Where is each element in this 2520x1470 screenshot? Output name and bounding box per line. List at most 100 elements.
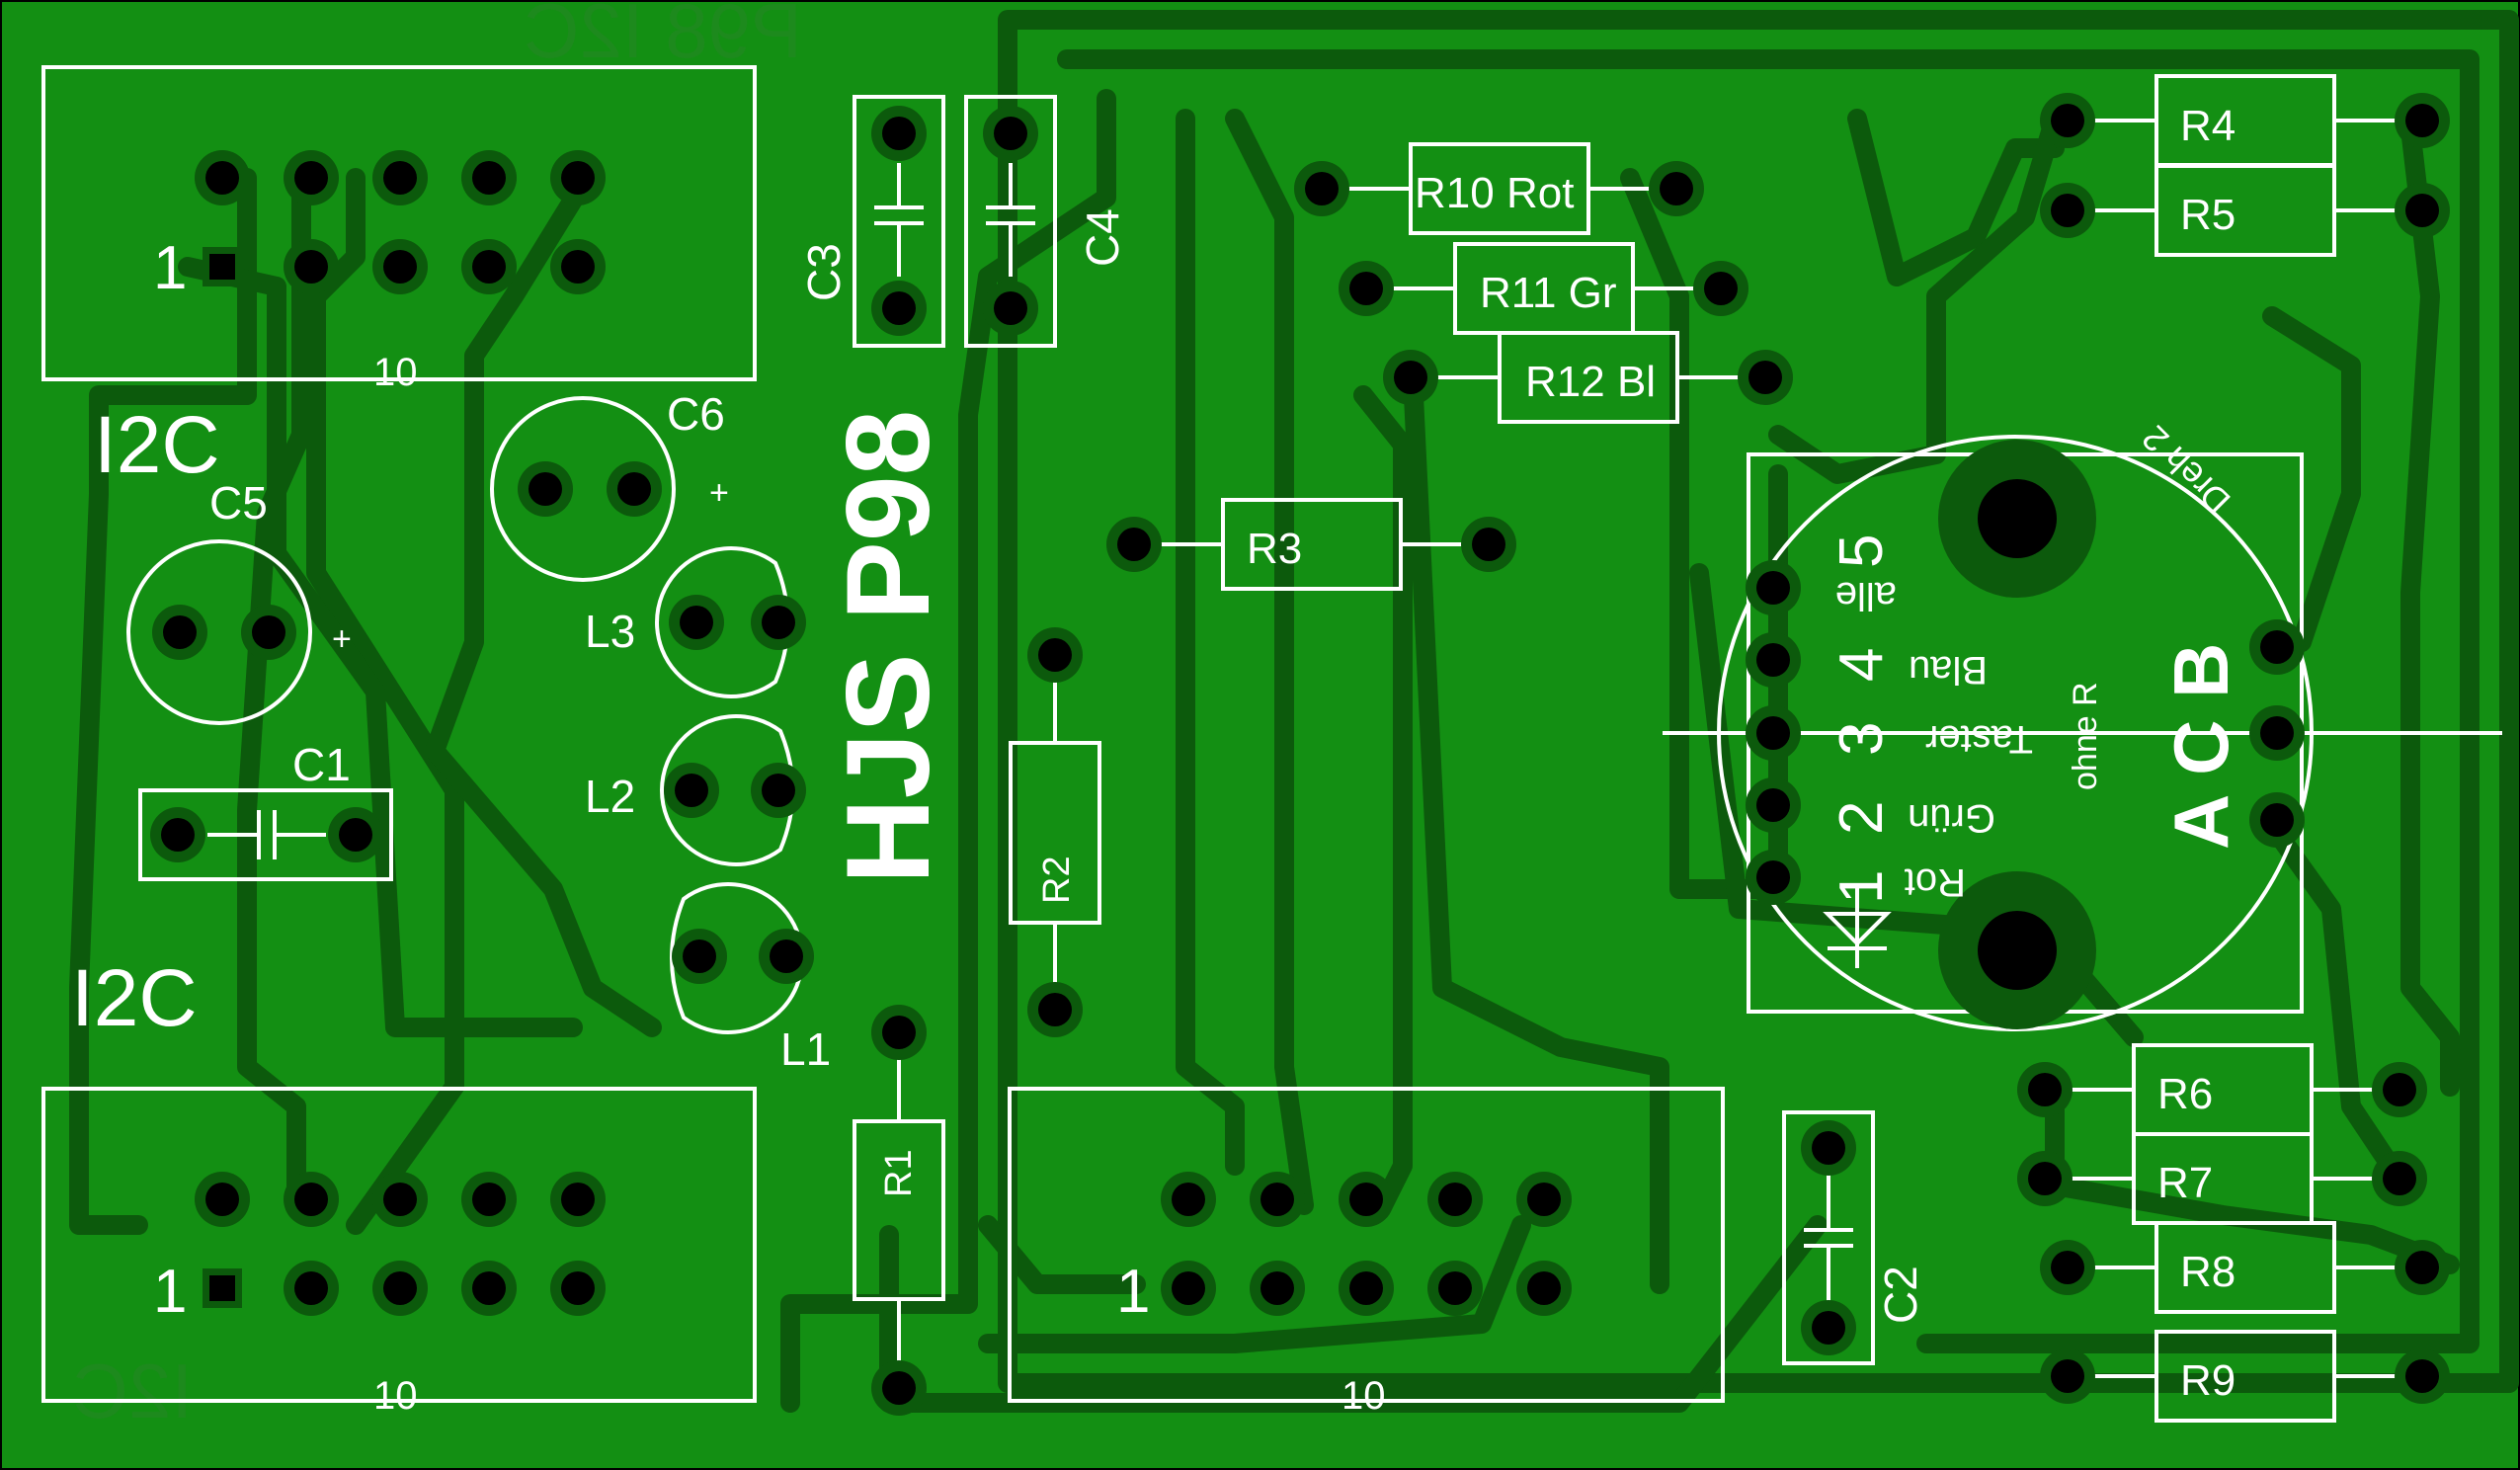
c6-label: C6 [667,388,725,440]
r4-label: R4 [2180,102,2235,150]
r1-label: R1 [878,1149,920,1197]
pad-hole [882,117,916,150]
capacitor-c4: C4 [964,95,1128,348]
pad-hole [383,250,417,284]
pad-hole [1756,643,1790,677]
pad-hole [882,1371,916,1405]
pad-hole [1260,1183,1294,1216]
pad-hole [1305,172,1339,205]
switch-pin-1: 1 [1828,870,1896,904]
pad-hole [561,250,595,284]
pad-hole [383,161,417,195]
c1-label: C1 [292,739,351,790]
switch-label-taster: Taster [1925,717,2033,761]
capacitor-c6: C6 + [490,388,729,582]
switch-pin-2: 2 [1828,801,1896,835]
pad-hole [1756,716,1790,750]
pad-hole [561,1183,595,1216]
pad-hole [2383,1162,2416,1195]
solder-pads [150,93,2450,1416]
pad-hole [1812,1131,1845,1165]
i2c-label-bottom: I2C [71,953,198,1043]
pad-hole [994,291,1027,325]
r10-label: R10 Rot [1415,169,1574,217]
pin1-label-bl: 1 [153,1258,187,1326]
pad-hole [2051,1251,2084,1284]
resistor-r9: R9 [2068,1330,2422,1423]
pad-hole [683,939,716,973]
led-l2: L2 [585,714,795,866]
resistor-r12: R12 Bl [1411,331,1765,424]
switch-letters: A C B [2157,643,2244,850]
pad-hole [2028,1162,2062,1195]
l3-label: L3 [585,606,635,657]
switch-label-gruen: Grün [1908,796,1995,840]
pad-hole [339,818,372,852]
pad-hole [1756,788,1790,822]
r7-label: R7 [2157,1159,2213,1207]
pad-hole [882,291,916,325]
pad-hole [383,1183,417,1216]
r12-label: R12 Bl [1525,358,1656,406]
pad-hole [561,1271,595,1305]
pad-hole [2260,803,2294,837]
pad-hole [1172,1183,1205,1216]
pad-hole [762,774,795,807]
r3-label: R3 [1247,525,1302,573]
pad-hole [383,1271,417,1305]
pad-hole [1438,1183,1472,1216]
pad-hole [1756,860,1790,894]
switch-pin-3: 3 [1828,722,1896,756]
connector-bottom-mid: 1 10 [1008,1087,1725,1418]
r8-label: R8 [2180,1248,2235,1296]
pad-hole [2405,1251,2439,1284]
pad-hole [252,615,285,649]
pad-hole [1349,272,1383,305]
pad-hole [617,472,651,506]
pad-hole [1038,638,1072,672]
copper-traces [69,10,2519,1413]
switch-label-alle: alle [1835,574,1897,617]
r9-label: R9 [2180,1356,2235,1405]
r2-label: R2 [1036,856,1078,904]
pad-hole [1756,571,1790,605]
pad-hole [1812,1311,1845,1345]
l1-label: L1 [780,1023,831,1075]
pad-hole [2028,1073,2062,1106]
pad-hole [1472,528,1505,561]
pad-hole [205,1183,239,1216]
pad-hole [1349,1183,1383,1216]
pad-hole [1527,1183,1561,1216]
pin1-label: 1 [153,234,187,302]
pad-hole [680,606,713,639]
switch-pin-5: 5 [1828,534,1896,568]
resistor-r7: R7 [2045,1132,2399,1225]
pad-hole [294,161,328,195]
pad-hole [161,818,195,852]
pad-hole [2051,194,2084,227]
pad-hole [1260,1271,1294,1305]
c4-label: C4 [1077,208,1128,267]
pad-hole [2260,716,2294,750]
pad-hole [2051,104,2084,137]
c5-plus: + [332,620,352,658]
board-title: HJS P98 [822,410,954,884]
pad-hole [882,1016,916,1049]
capacitor-c5: C5 + [126,477,352,725]
resistor-r3: R3 [1134,498,1489,591]
switch-label-rot: Rot [1905,860,1966,904]
pad-hole [2405,104,2439,137]
pad-hole [528,472,562,506]
led-l3: L3 [585,546,790,698]
pin10-label-bl: 10 [373,1374,418,1418]
pad-hole [2260,630,2294,664]
pin10-label-bm: 10 [1341,1374,1386,1418]
pad-hole [2405,194,2439,227]
mirror-label-bottom: I2C [73,1348,193,1434]
pad-hole [675,774,708,807]
pad-hole [770,939,803,973]
pad-hole [294,250,328,284]
switch-label-blau: Blau [1909,648,1988,692]
capacitor-c1: C1 [138,739,393,881]
